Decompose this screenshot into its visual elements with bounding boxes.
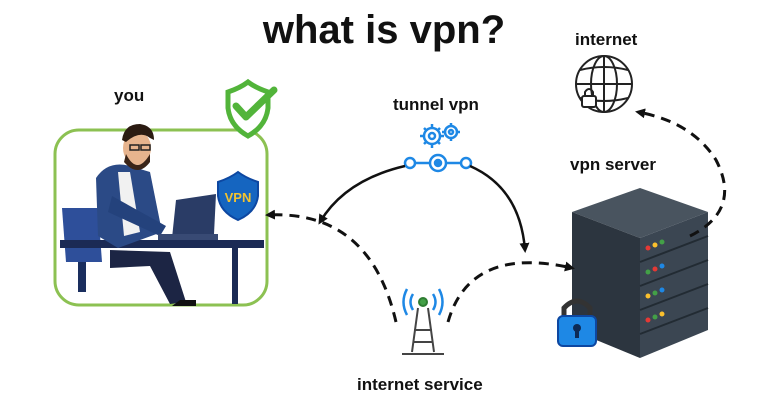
label-tunnel-vpn: tunnel vpn — [393, 95, 479, 114]
dashed-arrow-isp-to-user — [265, 209, 398, 323]
globe-icon — [575, 55, 633, 113]
label-internet-service: internet service — [357, 375, 483, 394]
dashed-arrow-isp-to-server — [446, 261, 575, 323]
gears-icon — [420, 123, 460, 148]
padlock-icon — [557, 298, 597, 347]
vpn-badge-text: VPN — [225, 190, 252, 205]
vpn-shield-icon — [217, 170, 259, 222]
check-shield-icon — [225, 78, 278, 139]
label-internet: internet — [575, 30, 638, 49]
tunnel-arrow-to-user — [318, 164, 406, 225]
antenna-icon — [402, 288, 444, 355]
dashed-arrow-server-to-internet — [635, 108, 727, 238]
tunnel-arrow-to-server — [469, 164, 530, 253]
page-title: what is vpn? — [262, 8, 506, 52]
tunnel-connector — [403, 153, 473, 173]
label-you: you — [114, 86, 145, 105]
server-leds — [645, 239, 665, 323]
person-at-laptop — [60, 124, 264, 306]
globe-padlock-icon — [581, 88, 597, 108]
label-vpn-server: vpn server — [570, 155, 656, 174]
